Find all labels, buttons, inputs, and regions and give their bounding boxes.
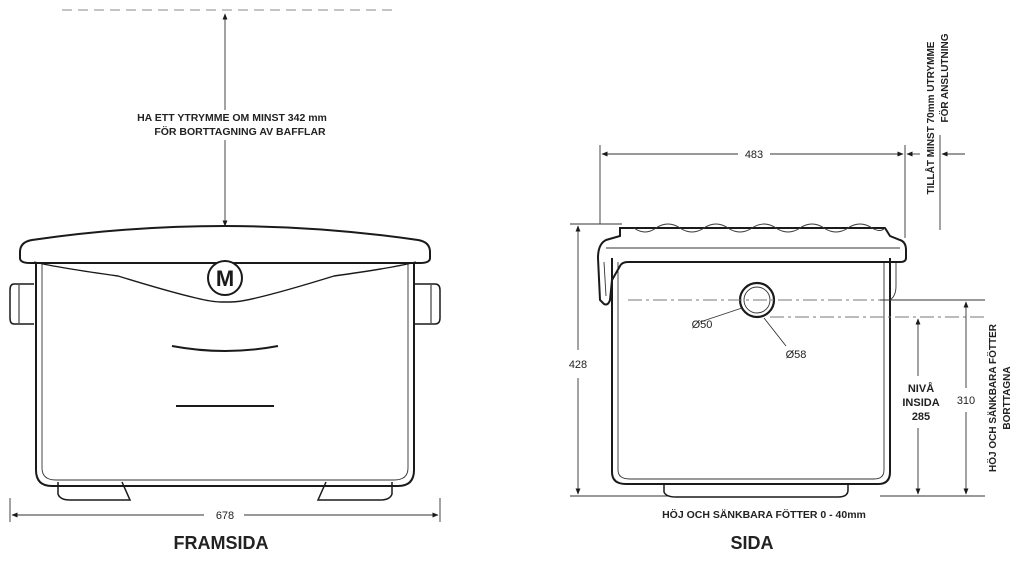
front-emboss-upper [171, 345, 279, 352]
front-right-foot [316, 481, 393, 501]
side-body [611, 258, 891, 485]
side-view-title: SIDA [730, 533, 773, 553]
outlet-height-dim-label: 310 [957, 395, 975, 407]
rear-note-line2: FÖR ANSLUTNING [938, 33, 951, 122]
level-value: 285 [912, 411, 930, 423]
level-label-line1: NIVÅ [908, 382, 934, 395]
feet-note: HÖJ OCH SÄNKBARA FÖTTER 0 - 40mm [662, 508, 866, 521]
clearance-note-line1: HA ETT YTRYMME OM MINST 342 mm [137, 112, 327, 124]
level-label-line2: INSIDA [902, 397, 939, 409]
front-view-title: FRAMSIDA [174, 533, 269, 553]
front-width-dim-label: 678 [216, 510, 234, 522]
outlet-dim-label: Ø58 [786, 349, 807, 361]
front-lid [19, 225, 431, 264]
side-foot [663, 483, 849, 498]
clearance-note-line2: FÖR BORTTAGNING AV BAFFLAR [154, 125, 326, 138]
side-lid [596, 227, 907, 306]
brand-logo: M [207, 260, 243, 296]
logo-letter: M [216, 266, 234, 291]
front-left-foot [57, 481, 132, 501]
front-view: HA ETT YTRYMME OM MINST 342 mm FÖR BORTT… [9, 9, 441, 553]
left-pipe [9, 283, 34, 325]
rear-note-line1: TILLÅT MINST 70mm UTRYMME [924, 41, 937, 194]
front-body [35, 262, 415, 487]
side-width-dim-label: 483 [745, 149, 763, 161]
feet-side-note-line1: HÖJ OCH SÄNKBARA FÖTTER [986, 323, 999, 472]
inlet-dim-label: Ø50 [692, 319, 713, 331]
right-pipe [414, 283, 441, 325]
feet-side-note-line2: BORTTAGNA [1002, 366, 1013, 429]
side-view: 483 TILLÅT MINST 70mm UTRYMME FÖR ANSLUT… [569, 33, 1013, 553]
side-height-dim-label: 428 [569, 359, 587, 371]
